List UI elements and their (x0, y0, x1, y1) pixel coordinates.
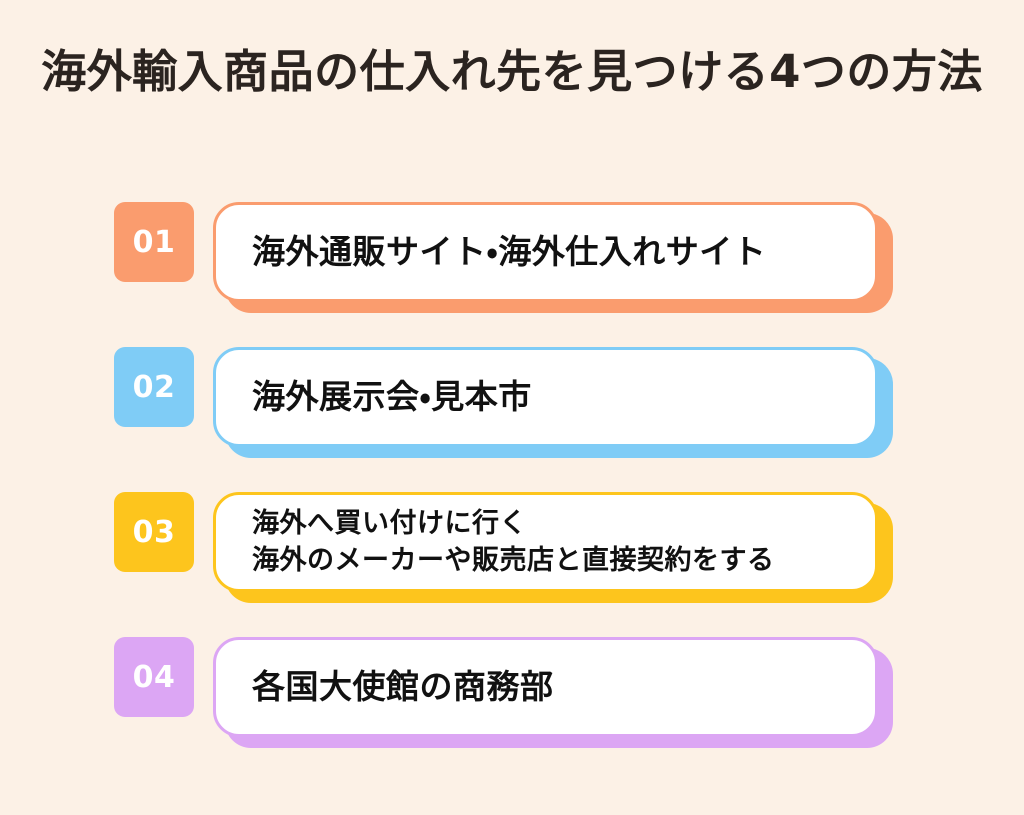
method-card-text-03: 海外へ買い付けに行く 海外のメーカーや販売店と直接契約をする (252, 505, 775, 580)
method-card-text-02: 海外展示会・見本市 (252, 376, 532, 417)
method-number-badge-03: 03 (114, 492, 194, 572)
method-item-03: 03 海外へ買い付けに行く 海外のメーカーや販売店と直接契約をする (0, 475, 1024, 620)
method-card-line: 海外通販サイト・海外仕入れサイト (252, 232, 767, 272)
method-item-04: 04 各国大使館の商務部 (0, 620, 1024, 765)
method-card-line: 海外のメーカーや販売店と直接契約をする (252, 545, 775, 576)
method-item-02: 02 海外展示会・見本市 (0, 330, 1024, 475)
method-card-02: 海外展示会・見本市 (213, 347, 878, 447)
method-item-01: 01 海外通販サイト・海外仕入れサイト (0, 185, 1024, 330)
method-card-line: 海外へ買い付けに行く (252, 507, 527, 539)
method-card-text-04: 各国大使館の商務部 (252, 666, 554, 707)
page-title-container: 海外輸入商品の仕入れ先を見つける4つの方法 (0, 36, 1024, 108)
method-list: 01 海外通販サイト・海外仕入れサイト 02 海外展示会・見本市 03 (0, 185, 1024, 765)
method-card-text-01: 海外通販サイト・海外仕入れサイト (252, 231, 766, 272)
method-card-01: 海外通販サイト・海外仕入れサイト (213, 202, 878, 302)
page-title: 海外輸入商品の仕入れ先を見つける4つの方法 (41, 45, 983, 99)
method-card-line: 海外展示会・見本市 (252, 377, 532, 417)
method-card-04: 各国大使館の商務部 (213, 637, 878, 737)
method-number-badge-04: 04 (114, 637, 194, 717)
method-number-badge-02: 02 (114, 347, 194, 427)
method-card-03: 海外へ買い付けに行く 海外のメーカーや販売店と直接契約をする (213, 492, 878, 592)
method-card-line: 各国大使館の商務部 (252, 667, 554, 707)
method-number-badge-01: 01 (114, 202, 194, 282)
